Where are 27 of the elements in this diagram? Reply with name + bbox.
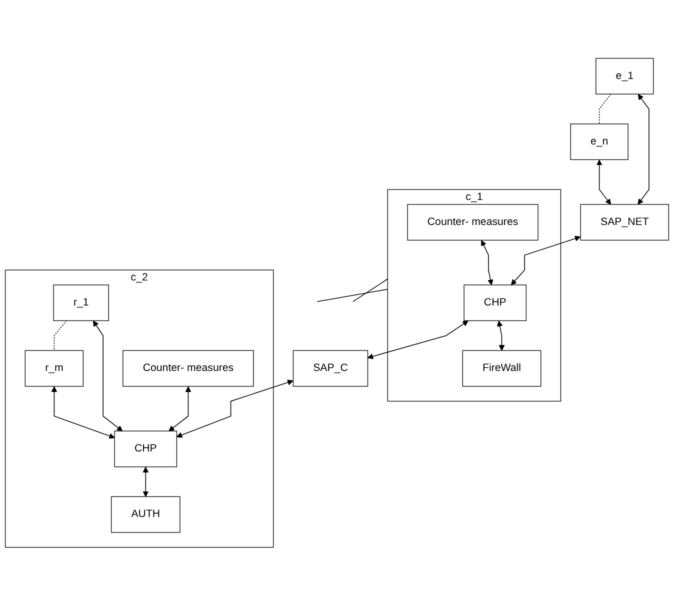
node-box: Counter- measures xyxy=(122,350,254,387)
arrow xyxy=(510,236,581,286)
node-box: CHP xyxy=(114,430,178,468)
arrow xyxy=(92,320,123,432)
node-box: e_1 xyxy=(596,58,654,95)
connector xyxy=(54,320,67,352)
node-box: SAP_NET xyxy=(580,204,670,241)
node-box: Counter- measures xyxy=(407,204,538,241)
node-box: r_1 xyxy=(53,284,109,322)
node-box: SAP_C xyxy=(292,350,368,387)
arrow xyxy=(596,160,612,205)
arrow xyxy=(168,386,192,432)
node-box: r_m xyxy=(24,350,84,387)
arrow xyxy=(176,380,294,438)
arrow xyxy=(142,467,149,498)
arrow xyxy=(481,240,494,286)
arrow xyxy=(51,386,115,439)
connector xyxy=(598,94,612,124)
arrow xyxy=(368,320,468,360)
arrow xyxy=(496,320,505,351)
connector xyxy=(352,278,388,302)
node-box: e_n xyxy=(570,124,628,160)
node-box: CHP xyxy=(464,284,527,322)
connector xyxy=(316,289,388,302)
arrow xyxy=(638,94,650,205)
node-box: FireWall xyxy=(462,350,542,387)
node-box: AUTH xyxy=(111,496,180,533)
